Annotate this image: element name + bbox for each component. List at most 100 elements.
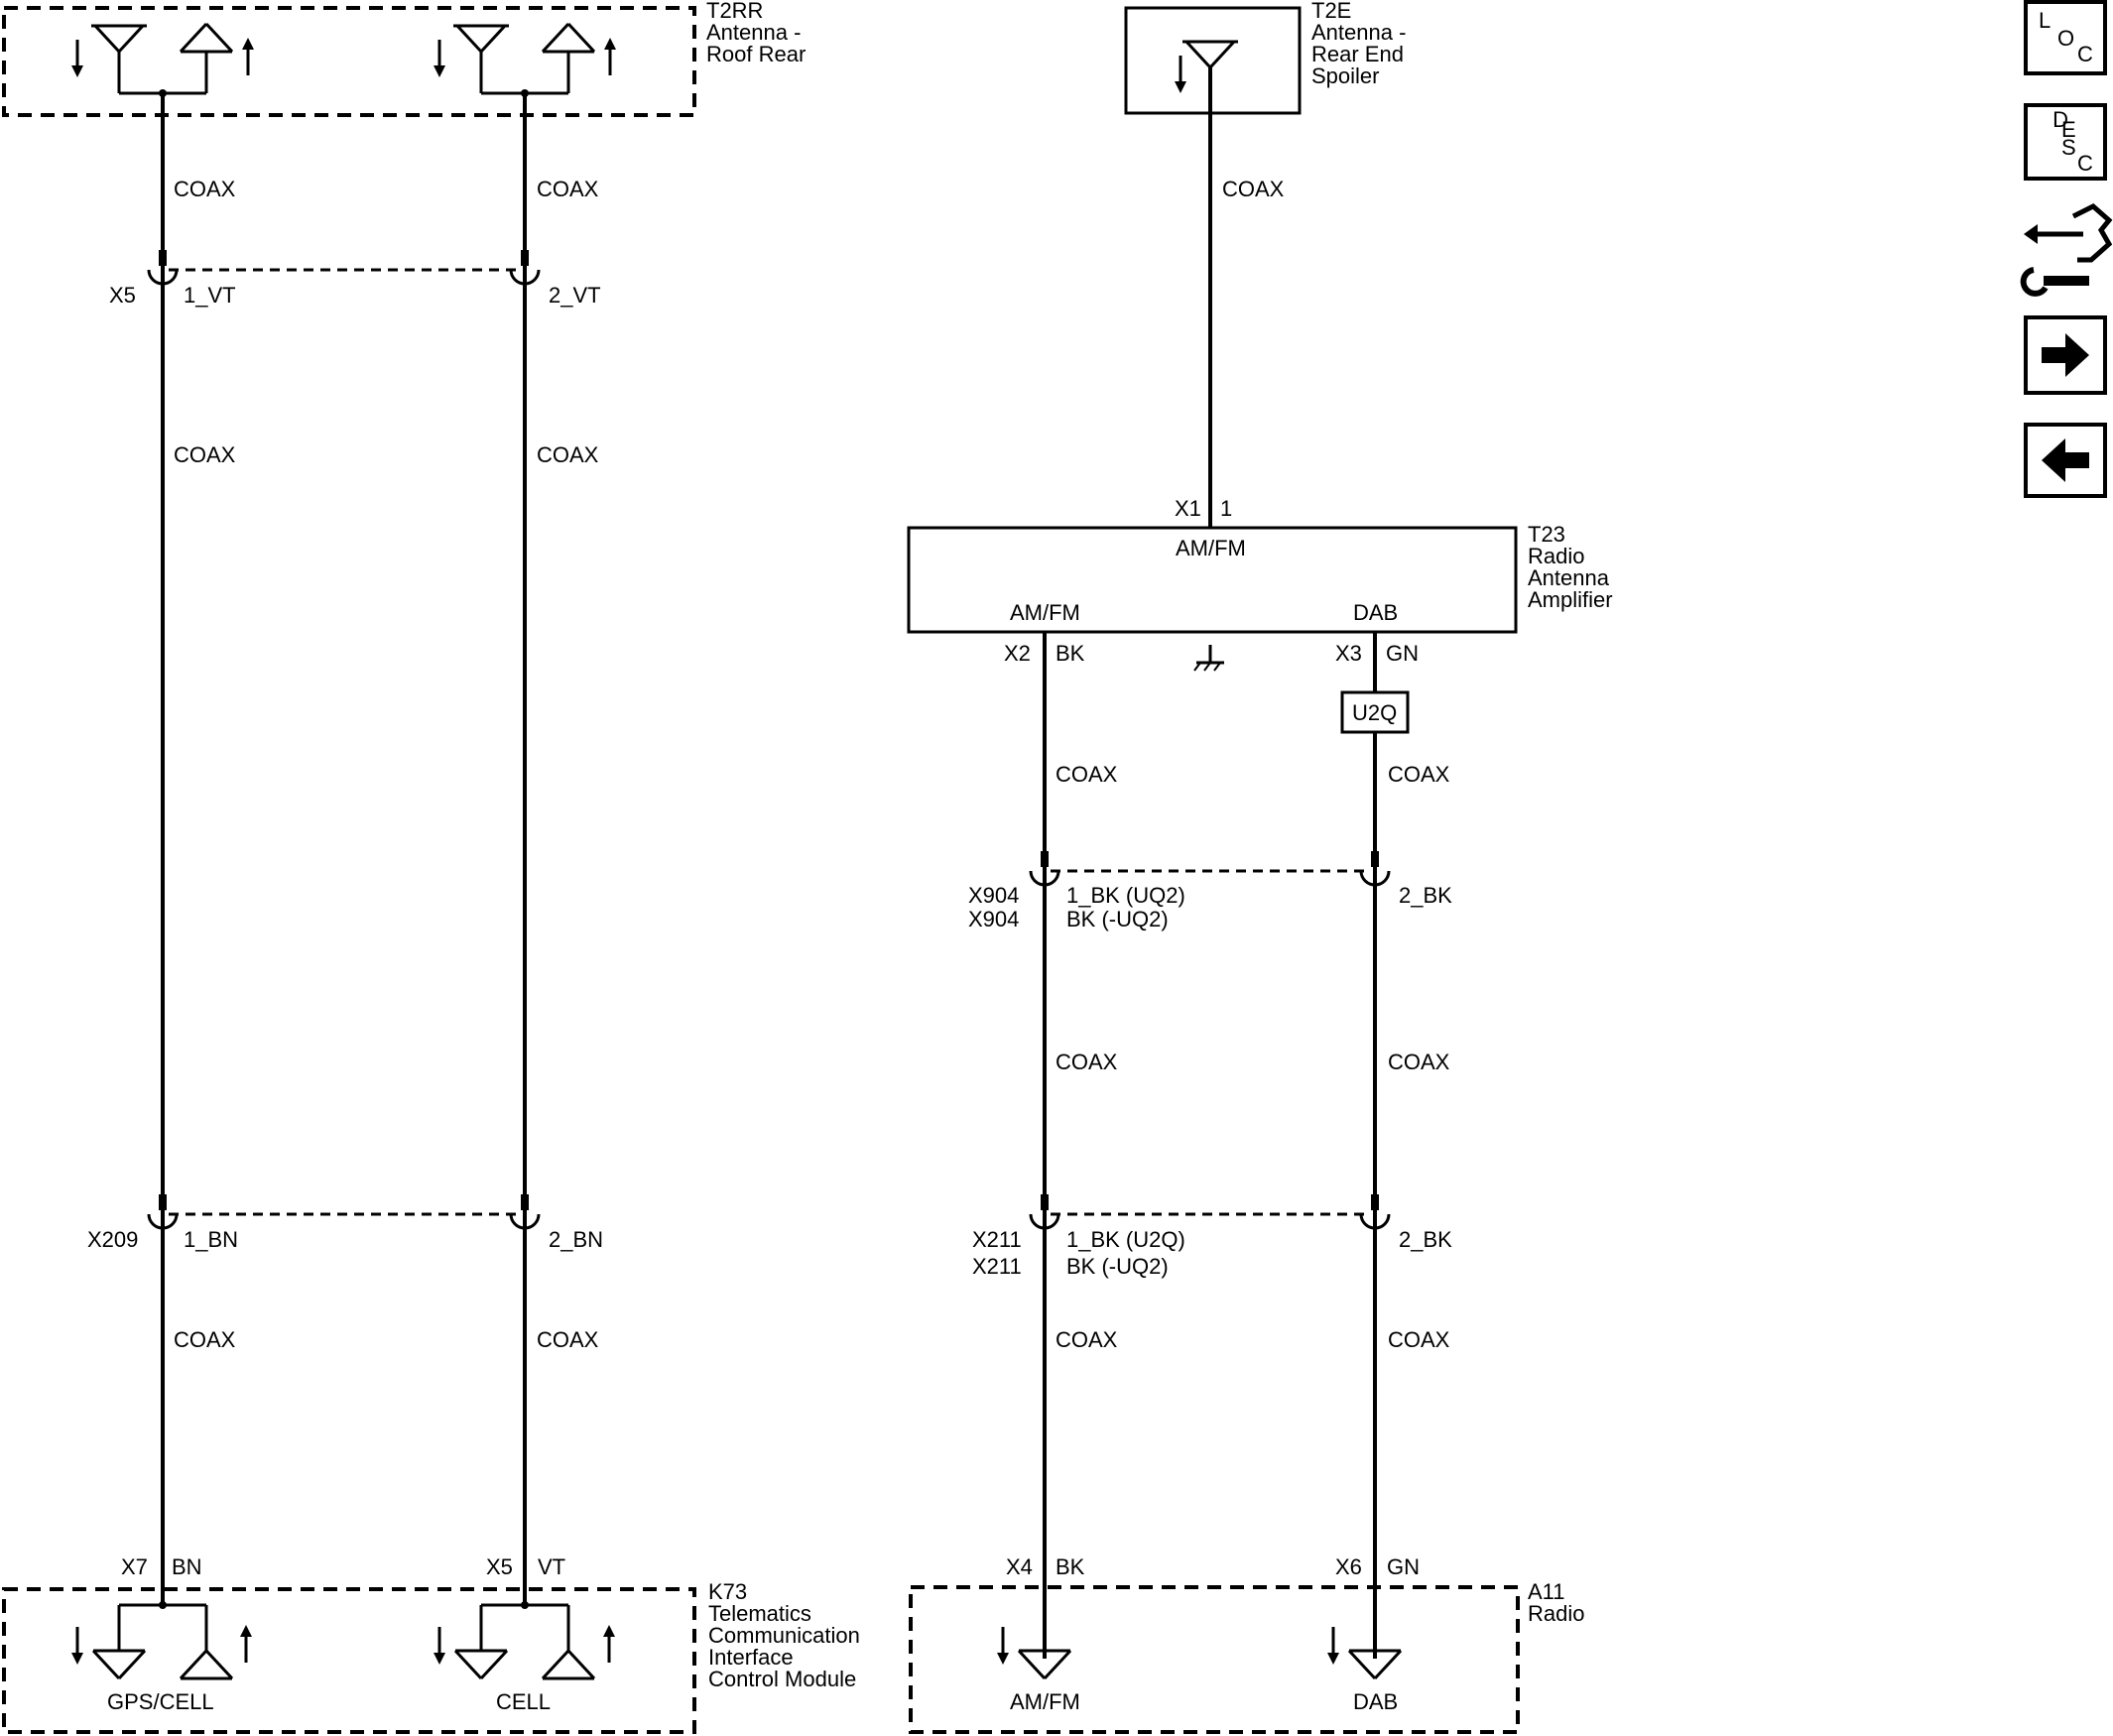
antenna-receive-icon (453, 1649, 509, 1680)
connector-name: X1 (1175, 496, 1201, 521)
wire-label: COAX (1056, 1327, 1118, 1352)
k73-telematics-module: GPS/CELL CELL K73 Telematics Communicati… (2, 1579, 860, 1734)
wire-label: COAX (1056, 1050, 1118, 1074)
connector-name: X904 (968, 883, 1019, 908)
loc-letter: L (2039, 8, 2051, 33)
pin-label: BN (172, 1554, 202, 1579)
k73-line3: Interface (708, 1645, 794, 1670)
antenna-transmit-icon (541, 1649, 596, 1680)
t23-line1: Radio (1528, 544, 1584, 568)
signal-out-arrow-icon (602, 36, 618, 77)
connector-tool-icon[interactable] (2020, 203, 2113, 297)
signal-out-arrow-icon (601, 1623, 617, 1665)
desc-letter: S (2061, 135, 2076, 160)
signal-out-arrow-icon (240, 36, 256, 77)
pin-label: BK (1056, 1554, 1085, 1579)
pin-label: BK (1056, 641, 1085, 666)
loc-letter: O (2057, 26, 2074, 51)
a11-ref: A11 (1528, 1579, 1565, 1604)
signal-in-arrow-icon (432, 38, 447, 79)
t2rr-line1: Antenna - (706, 20, 801, 45)
t2e-line3: Spoiler (1311, 63, 1379, 88)
amplifier-input-wire: COAX X1 1 (1175, 67, 1285, 528)
wire-label: COAX (174, 177, 236, 201)
pin-label: 1_BK (U2Q) (1066, 1227, 1185, 1252)
connector-name: X3 (1335, 641, 1362, 666)
t2rr-antenna-roof-rear: T2RR Antenna - Roof Rear (2, 0, 806, 117)
t23-right-label: DAB (1353, 600, 1398, 625)
previous-page-arrow[interactable] (2024, 423, 2107, 498)
u2q-label: U2Q (1352, 700, 1397, 725)
wire-label: COAX (537, 177, 599, 201)
connector-name: X211 (972, 1254, 1022, 1279)
pin-label: 1 (1220, 496, 1232, 521)
a11-radio: AM/FM DAB A11 Radio (909, 1579, 1584, 1734)
connector-x904-inline: X904 X904 1_BK (UQ2) BK (-UQ2) 2_BK (968, 851, 1452, 931)
k73-line1: Telematics (708, 1601, 811, 1626)
connector-x209-inline: X209 1_BN 2_BN (87, 1194, 603, 1252)
t23-ref: T23 (1528, 522, 1565, 547)
desc-letter: E (2061, 117, 2076, 142)
signal-in-arrow-icon (995, 1625, 1011, 1667)
ground-icon (1193, 645, 1224, 672)
signal-in-arrow-icon (69, 38, 85, 79)
wire-label: COAX (537, 1327, 599, 1352)
t2rr-line2: Roof Rear (706, 42, 806, 66)
connector-name: X7 (121, 1554, 148, 1579)
t23-top-label: AM/FM (1176, 536, 1246, 560)
connector-name: X904 (968, 907, 1019, 931)
k73-line2: Communication (708, 1623, 860, 1648)
pin-label: BK (-UQ2) (1066, 907, 1169, 931)
pin-label: 1_BK (UQ2) (1066, 883, 1185, 908)
connector-name: X209 (87, 1227, 138, 1252)
antenna-receive-icon (89, 24, 149, 93)
k73-line4: Control Module (708, 1667, 856, 1691)
pin-label: 2_BK (1399, 1227, 1452, 1252)
wire-label: COAX (1388, 1050, 1450, 1074)
a11-line1: Radio (1528, 1601, 1584, 1626)
t2e-ref: T2E (1311, 0, 1351, 23)
u2q-option-box: U2Q (1340, 690, 1410, 734)
wire-label: COAX (1222, 177, 1285, 201)
a11-right-label: DAB (1353, 1689, 1398, 1714)
antenna-receive-icon (1017, 1649, 1072, 1680)
desc-letter: C (2077, 151, 2093, 176)
k73-right-label: CELL (496, 1689, 551, 1714)
pin-label: GN (1387, 1554, 1420, 1579)
connector-name: X6 (1335, 1554, 1362, 1579)
pin-label: 2_VT (549, 283, 601, 308)
t23-line3: Amplifier (1528, 587, 1613, 612)
antenna-receive-icon (451, 24, 511, 93)
desc-button[interactable]: D E S C (2024, 103, 2107, 181)
pin-label: 1_VT (184, 283, 236, 308)
connector-name: X211 (972, 1227, 1022, 1252)
next-page-arrow[interactable] (2024, 315, 2107, 395)
radio-wires: X2 BK X3 GN U2Q COAX COAX COAX COAX COAX… (968, 632, 1452, 1659)
a11-left-label: AM/FM (1010, 1689, 1080, 1714)
connector-name: X4 (1006, 1554, 1033, 1579)
telematics-wires: COAX COAX COAX COAX COAX COAX X5 1_VT 2_… (87, 93, 603, 1605)
wire-label: COAX (174, 442, 236, 467)
antenna-transmit-icon (541, 22, 596, 93)
t2e-line2: Rear End (1311, 42, 1404, 66)
wire-label: COAX (1388, 762, 1450, 787)
pin-label: 2_BK (1399, 883, 1452, 908)
antenna-transmit-icon (179, 1649, 234, 1680)
desc-letter: D (2052, 107, 2068, 132)
signal-in-arrow-icon (1325, 1625, 1341, 1667)
pin-label: 2_BN (549, 1227, 603, 1252)
antenna-receive-icon (1181, 40, 1240, 69)
wire-label: COAX (537, 442, 599, 467)
pin-label: GN (1386, 641, 1419, 666)
antenna-transmit-icon (179, 22, 234, 93)
antenna-receive-icon (91, 1649, 147, 1680)
connector-name: X5 (486, 1554, 513, 1579)
wire-label: COAX (1056, 762, 1118, 787)
connector-name: X2 (1004, 641, 1031, 666)
loc-button[interactable]: L O C (2024, 0, 2107, 75)
t23-radio-antenna-amplifier: AM/FM AM/FM DAB T23 Radio Antenna Amplif… (907, 522, 1613, 672)
t23-left-label: AM/FM (1010, 600, 1080, 625)
pin-label: 1_BN (184, 1227, 238, 1252)
k73-ref: K73 (708, 1579, 747, 1604)
